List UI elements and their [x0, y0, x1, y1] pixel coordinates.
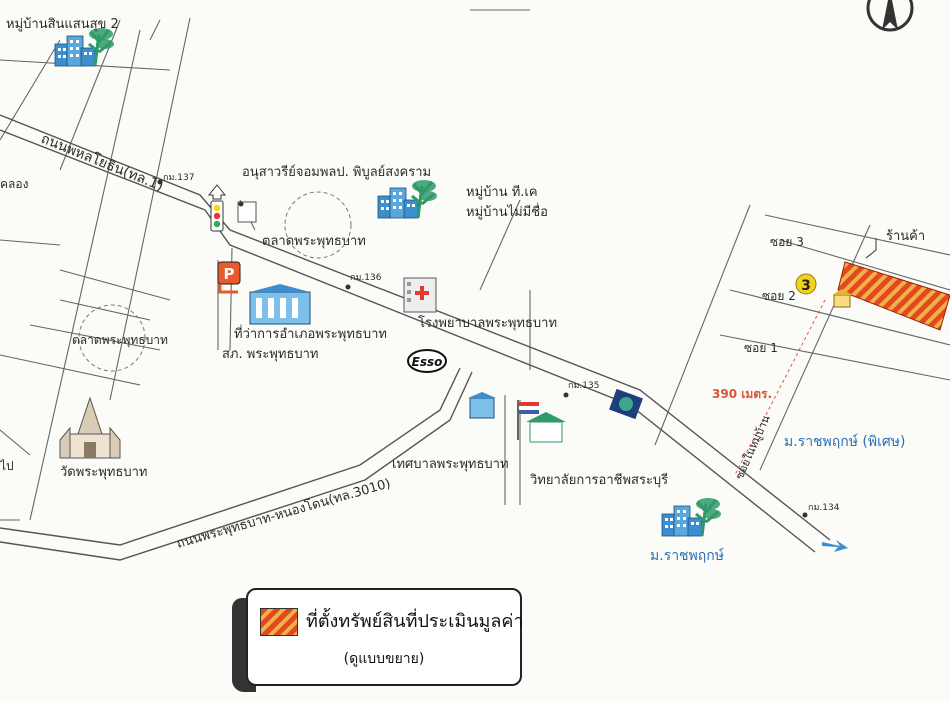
compass-icon: [866, 0, 914, 32]
legend-swatch: [260, 608, 298, 636]
village-icon: [53, 26, 116, 68]
svg-text:3: 3: [801, 278, 811, 294]
gas-station-icon: [609, 388, 643, 420]
temple-icon: [59, 396, 121, 459]
label-hospital: โรงพยาบาลพระพุทธบาท: [418, 315, 557, 331]
label-market: ตลาดพระพุทธบาท: [262, 234, 366, 249]
label-temple: วัดพระพุทธบาท: [60, 465, 147, 480]
legend-title: ที่ตั้งทรัพย์สินที่ประเมินมูลค่า: [306, 611, 524, 632]
hospital-icon: [403, 277, 437, 313]
market-left-circle: [78, 304, 146, 372]
label-side-road: ซอยในหมู่บ้าน: [733, 413, 773, 481]
label-main-road: ถนนพหลโยธิน(ทล.1): [39, 130, 166, 195]
label-soi-1: ซอย 1: [744, 341, 778, 355]
label-left-edge-2: ไป: [0, 459, 14, 473]
svg-text:P: P: [224, 265, 235, 283]
label-secondary-road: ถนนพระพุทธบาท-หนองโดน(ทล.3010): [175, 475, 393, 552]
label-district-office: ที่ว่าการอำเภอพระพุทธบาท: [234, 325, 387, 342]
monument-icon: [237, 201, 257, 223]
label-soi-3: ซอย 3: [770, 235, 804, 249]
label-municipality: เทศบาลพระพุทธบาท: [392, 457, 509, 472]
label-village-tk: หมู่บ้าน ที.เค: [466, 184, 538, 200]
label-village-ratchaphruek-special: ม.ราชพฤกษ์ (พิเศษ): [784, 433, 905, 450]
label-market-left: ตลาดพระพุทธบาท: [72, 333, 168, 348]
label-soi-2: ซอย 2: [762, 289, 796, 303]
market-circle: [284, 191, 352, 259]
label-shop: ร้านค้า: [886, 229, 925, 244]
distance-line: [734, 299, 826, 476]
village-icon: [376, 178, 439, 220]
label-km-137: กม.137: [163, 173, 194, 183]
shop-icon: [832, 289, 852, 308]
label-km-134: กม.134: [808, 503, 840, 513]
label-monument: อนุสาวรีย์จอมพลป. พิบูลย์สงคราม: [242, 164, 431, 180]
subject-property-area: [837, 261, 950, 331]
km-dots: [157, 179, 808, 518]
label-village-top: หมู่บ้านสินแสนสุข 2: [6, 17, 119, 32]
legend: ที่ตั้งทรัพย์สินที่ประเมินมูลค่า (ดูแบบข…: [246, 588, 524, 686]
esso-icon: Esso: [407, 349, 447, 373]
minor-streets: [0, 9, 950, 521]
label-distance: 390 เมตร.: [712, 387, 772, 401]
traffic-light-icon: [207, 184, 227, 232]
label-police: สภ. พระพุทธบาท: [222, 347, 319, 362]
label-village-maimsue: หมู่บ้านไม่มีชื่อ: [466, 203, 548, 220]
municipality-icon: [468, 392, 496, 419]
label-village-ratchaphruek: ม.ราชพฤกษ์: [650, 547, 724, 564]
label-km-136: กม.136: [350, 273, 382, 283]
svg-text:Esso: Esso: [412, 355, 443, 369]
label-left-edge-1: คลอง: [0, 177, 28, 191]
label-km-135: กม.135: [568, 381, 599, 391]
main-road: [0, 114, 831, 553]
label-college: วิทยาลัยการอาชีพสระบุรี: [529, 472, 668, 488]
legend-subtitle: (ดูแบบขยาย): [343, 651, 425, 667]
flag-icon: [517, 400, 566, 443]
marker-3: 3: [795, 273, 817, 295]
village-icon: [660, 496, 723, 538]
arrow-icon: [822, 540, 848, 552]
parking-icon: P: [217, 261, 241, 294]
district-office-icon: [249, 284, 311, 325]
shop-pointer: [865, 238, 877, 259]
